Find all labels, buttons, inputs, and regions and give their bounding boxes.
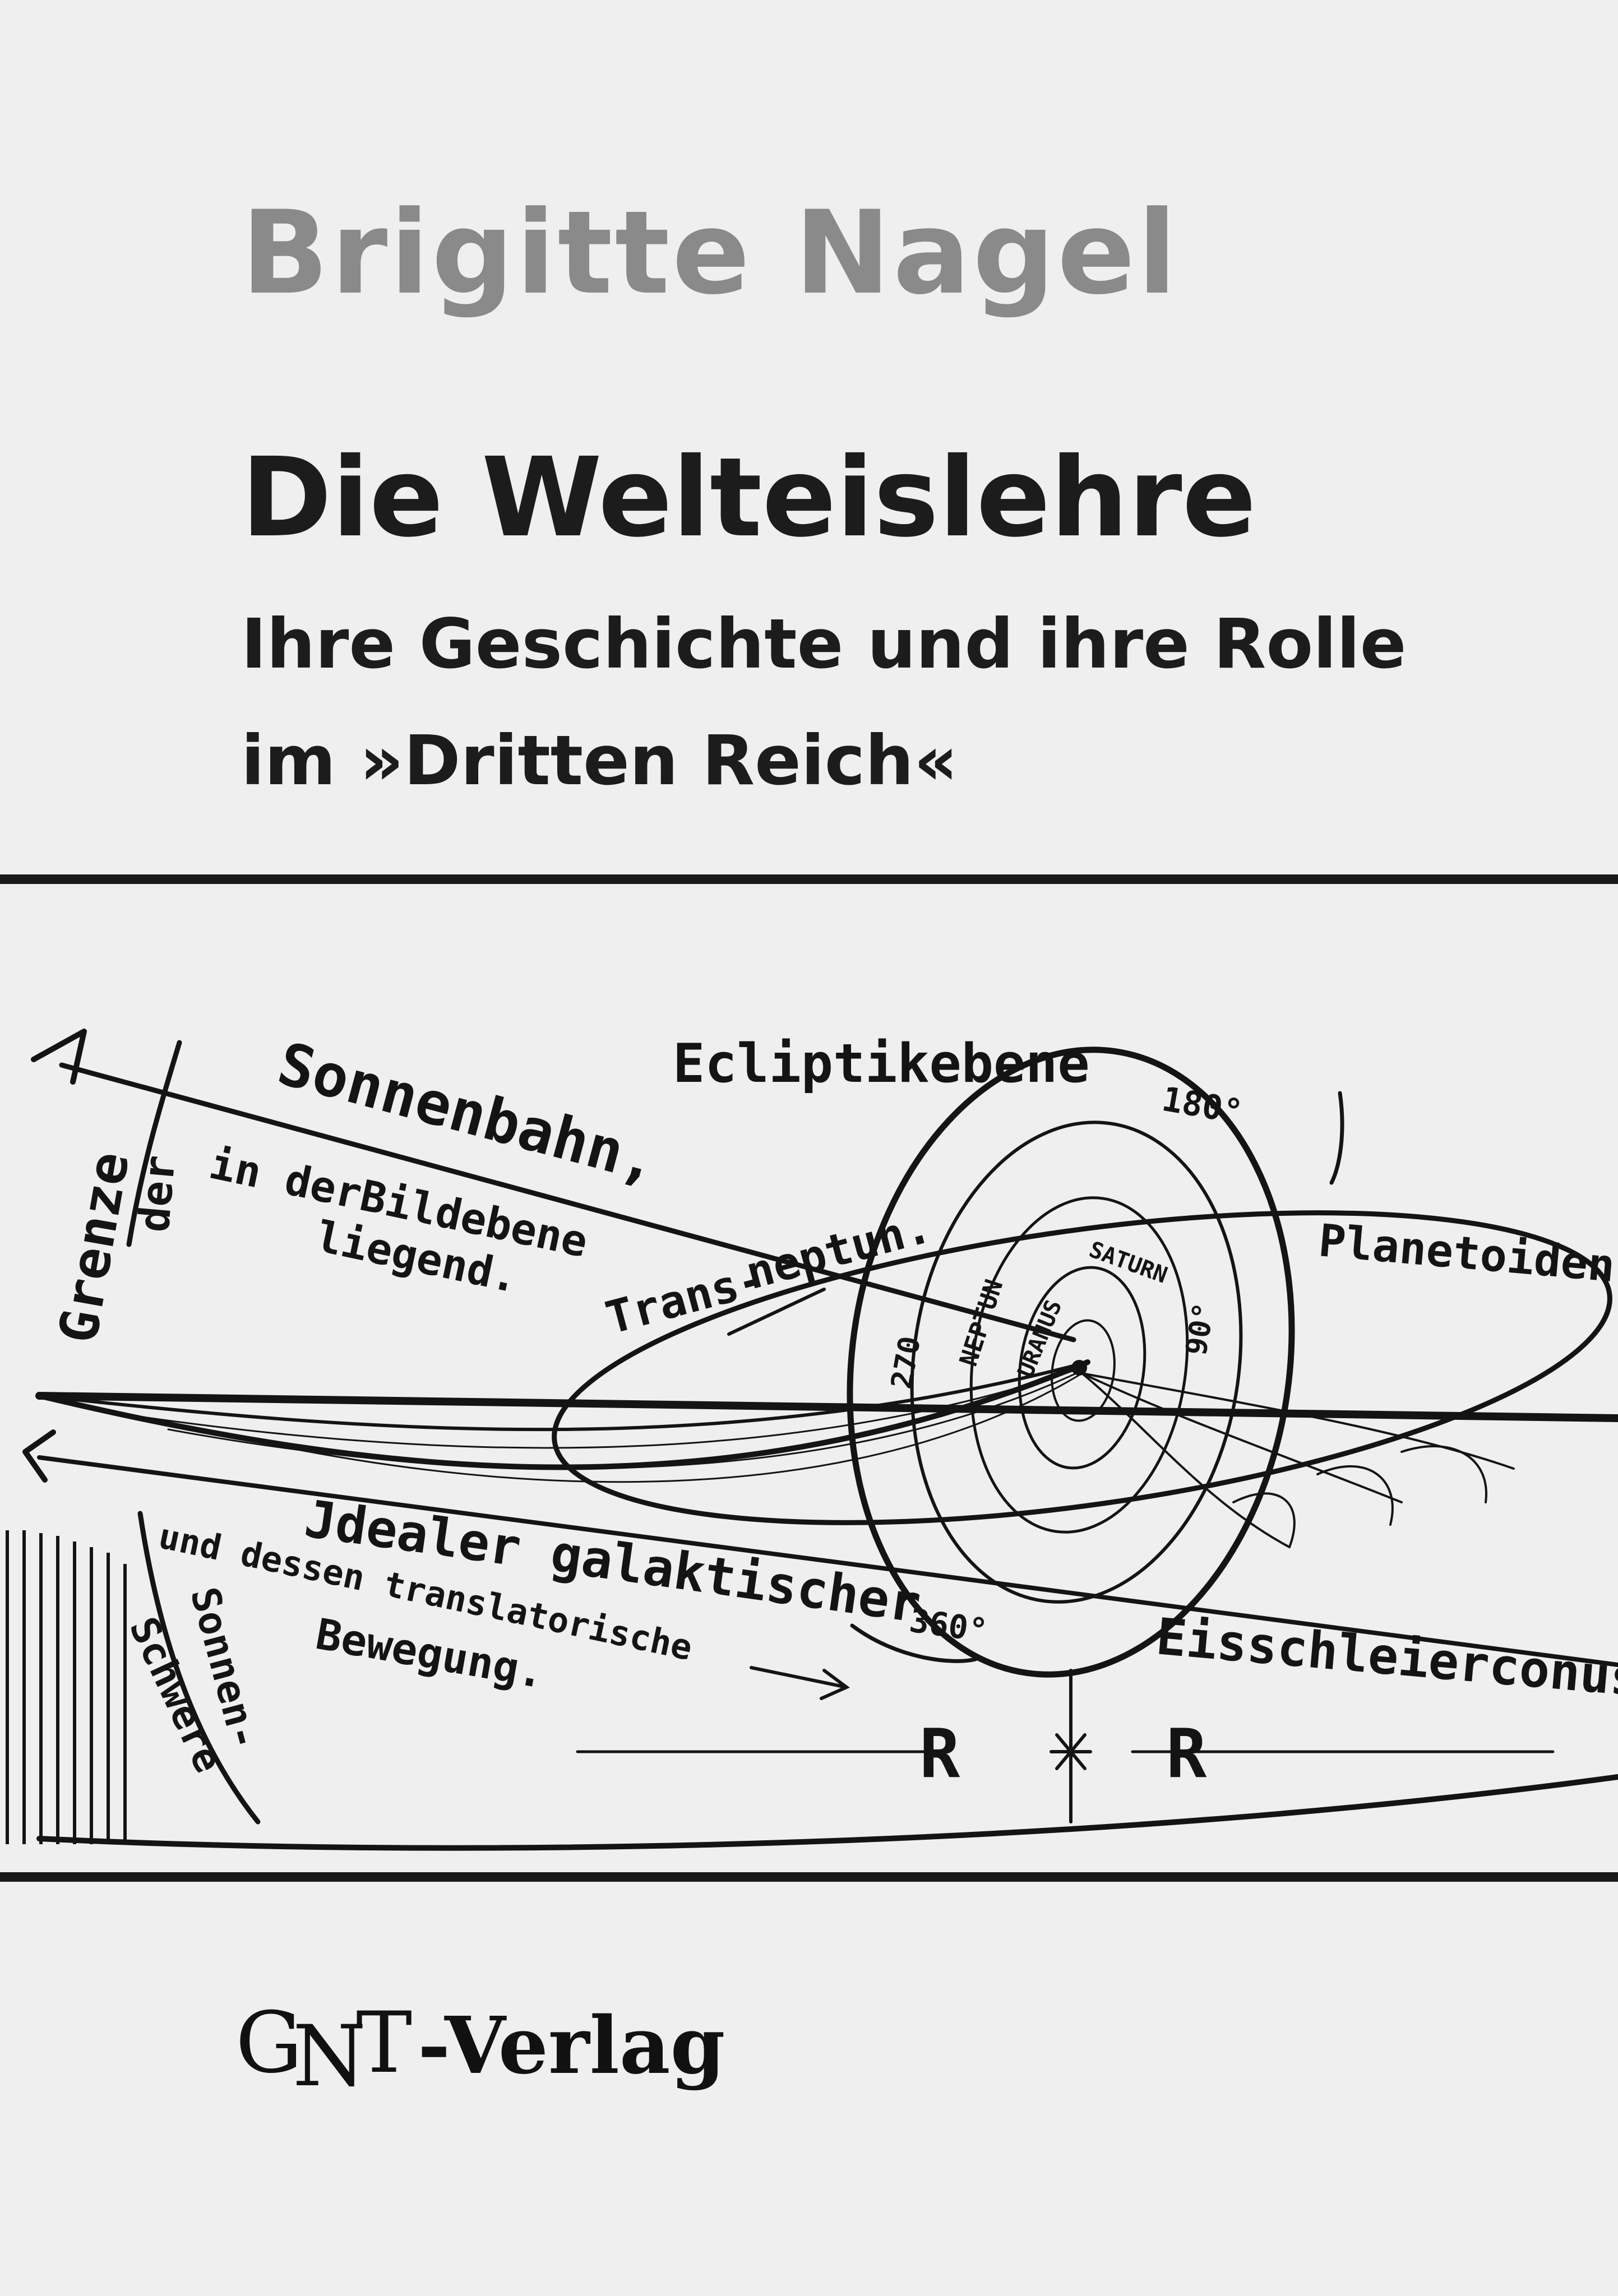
- publisher-name: -Verlag: [418, 2000, 725, 2092]
- rotation-arrow-top: [1329, 1091, 1344, 1185]
- sun-orbit-arrow: [59, 1062, 1076, 1343]
- label-ecliptic-plane: Ecliptikebene: [673, 1033, 1090, 1095]
- ecliptic-disc-saturn: [1018, 1266, 1147, 1470]
- ecliptic-disc-uranus: [969, 1196, 1189, 1534]
- trans-neptune-arrow: [727, 1288, 826, 1336]
- sun-gravity-curve-2: [36, 1774, 1618, 1851]
- label-deg-270: 270: [885, 1334, 927, 1391]
- logo-letter-g: G: [235, 1994, 303, 2092]
- book-title: Die Welteislehre: [241, 434, 1256, 561]
- label-r-right: R: [1166, 1715, 1207, 1793]
- subtitle-line-1: Ihre Geschichte und ihre Rolle: [241, 604, 1407, 684]
- publisher-logo: G N T: [235, 1994, 412, 2099]
- rotation-arrow-bottom: [850, 1623, 978, 1663]
- label-boundary: Grenze: [47, 1147, 141, 1348]
- boundary-line: [126, 1040, 182, 1247]
- label-r-left: R: [919, 1715, 960, 1793]
- label-neptune: NEPTUN: [954, 1276, 1009, 1369]
- planetoid-orbit: [552, 1210, 1612, 1525]
- ice-veil-cone-bottom: [36, 1359, 1090, 1470]
- subtitle-line-2: im »Dritten Reich«: [241, 721, 958, 800]
- bottom-divider: [0, 1872, 1618, 1882]
- label-saturn: SATURN: [1086, 1237, 1171, 1289]
- book-subtitle: Ihre Geschichte und ihre Rolle im »Dritt…: [241, 586, 1407, 819]
- horizon-plane: [35, 1392, 1618, 1422]
- sun-gravity-curve-1: [137, 1511, 261, 1825]
- ecliptic-disc-outer: [847, 1047, 1295, 1678]
- logo-letter-n: N: [292, 2008, 366, 2105]
- galactic-motion-line: [37, 1455, 1618, 1667]
- welteislehre-diagram: Ecliptikebene Sonnenbahn, in derBildeben…: [6, 1029, 1618, 1851]
- ice-veil-cone-top: [38, 1360, 1089, 1432]
- ecliptic-disc-inner: [1051, 1319, 1116, 1422]
- publisher-imprint: G N T -Verlag: [235, 1994, 725, 2099]
- sun-orbit-arrowhead: [31, 1029, 87, 1085]
- label-deg-180: 180°: [1159, 1080, 1245, 1132]
- feather-arrow: [750, 1666, 850, 1700]
- ecliptic-disc-neptune: [910, 1121, 1243, 1604]
- label-trans-neptune-b: neptun.: [741, 1200, 937, 1299]
- top-divider: [0, 874, 1618, 884]
- label-ice-veil-cone: Eisschleierconus: [1154, 1607, 1618, 1708]
- label-of-the: der: [128, 1153, 185, 1234]
- author-name: Brigitte Nagel: [241, 187, 1179, 320]
- logo-letter-t: T: [356, 1994, 412, 2092]
- label-planetoids: Planetoiden: [1316, 1214, 1617, 1292]
- galactic-arrowhead: [22, 1429, 56, 1483]
